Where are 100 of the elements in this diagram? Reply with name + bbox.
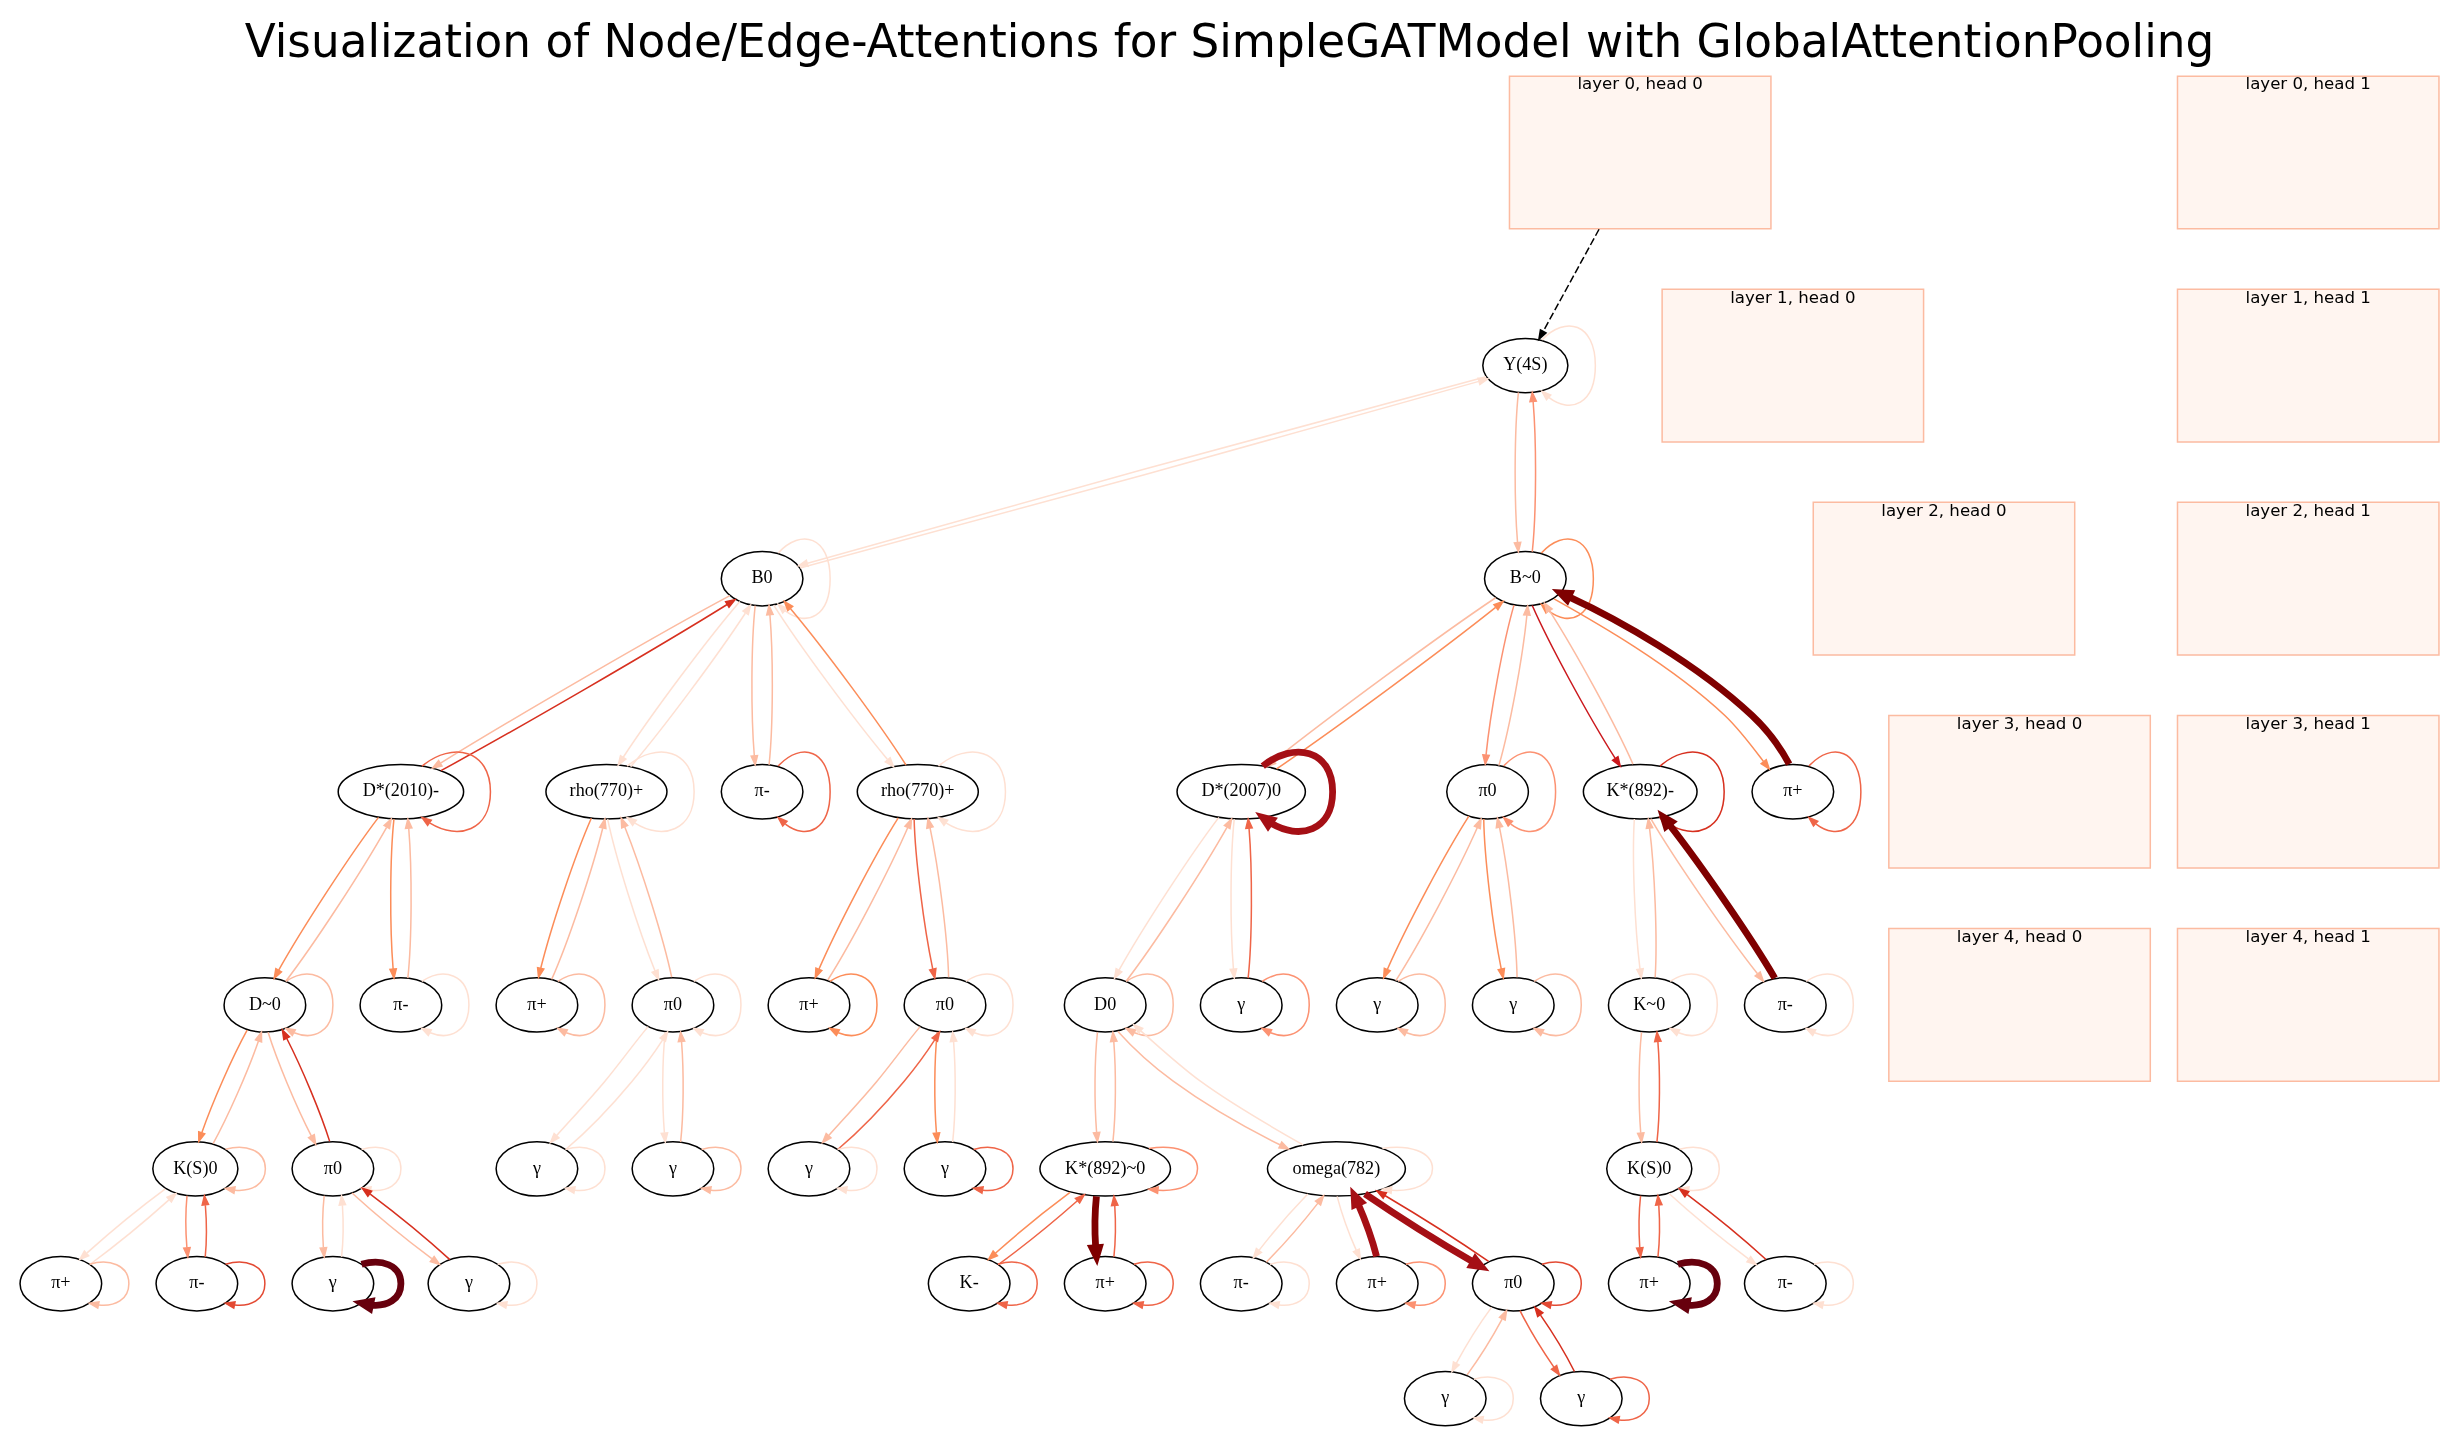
- arrow: [1481, 604, 1515, 767]
- arrow: [1531, 973, 1582, 1037]
- arrow: [318, 1195, 328, 1260]
- arrow: [1667, 1192, 1758, 1266]
- arrow: [197, 1029, 248, 1144]
- arrow: [388, 818, 397, 981]
- arrow: [629, 603, 752, 768]
- node-ellipse: π-: [358, 976, 442, 1033]
- arrow: [1124, 817, 1233, 982]
- arrow: [88, 1192, 178, 1265]
- node-box: layer 0, head 1: [2176, 75, 2440, 230]
- arrow: [86, 1261, 130, 1310]
- arrow: [1501, 751, 1556, 833]
- arrow: [1267, 1261, 1310, 1310]
- arrow: [1123, 973, 1174, 1037]
- arrow: [936, 751, 1006, 833]
- node-box: layer 2, head 1: [2176, 501, 2440, 656]
- arrow: [1110, 1194, 1119, 1258]
- arrow: [1450, 1306, 1492, 1374]
- node-box: layer 4, head 1: [2176, 927, 2440, 1082]
- arrow: [419, 751, 491, 833]
- arrow: [77, 1188, 166, 1261]
- arrow: [1635, 1031, 1645, 1145]
- arrow: [1395, 973, 1446, 1037]
- arrow: [1335, 1195, 1361, 1261]
- node-ellipse: π-: [720, 763, 804, 820]
- arrow: [564, 1030, 669, 1151]
- arrow: [813, 817, 899, 980]
- node-ellipse: D~0: [222, 976, 306, 1033]
- arrow: [963, 973, 1014, 1037]
- arrow: [1394, 816, 1482, 982]
- arrow: [1228, 818, 1238, 981]
- node-ellipse: rho(770)+: [856, 763, 979, 820]
- arrow: [1362, 1191, 1489, 1272]
- arrow: [995, 1261, 1038, 1310]
- node-ellipse: rho(770)+: [544, 763, 668, 820]
- arrow: [948, 1030, 958, 1143]
- arrow: [1533, 1305, 1575, 1373]
- arrow: [970, 1146, 1014, 1195]
- arrow: [1668, 1258, 1721, 1315]
- arrow: [555, 973, 606, 1037]
- arrow: [1349, 1186, 1380, 1258]
- arrow: [536, 817, 592, 980]
- arrow: [1465, 1308, 1508, 1376]
- arrow: [1146, 1146, 1198, 1195]
- arrow: [562, 1146, 606, 1195]
- arrow: [834, 1146, 878, 1195]
- arrow: [776, 751, 831, 833]
- arrow: [1497, 603, 1531, 767]
- arrow: [1112, 816, 1220, 981]
- arrow: [211, 1030, 262, 1145]
- arrow: [1607, 1376, 1650, 1425]
- arrow: [1494, 816, 1518, 978]
- node-ellipse: π+: [494, 976, 578, 1033]
- arrow: [494, 1261, 538, 1310]
- arrow: [619, 816, 672, 978]
- node-box: layer 4, head 0: [1887, 927, 2151, 1082]
- arrow: [826, 816, 912, 981]
- node-ellipse: π0: [630, 976, 714, 1033]
- node-box: layer 1, head 0: [1660, 288, 1924, 443]
- arrow: [1552, 598, 1771, 771]
- diagram-title: Visualization of Node/Edge-Attentions for SimpleGATModel with GlobalAttentionPooling: [244, 14, 2214, 68]
- node-ellipse: γ: [290, 1255, 374, 1312]
- node-ellipse: Y(4S): [1481, 337, 1569, 394]
- arrow: [659, 1031, 669, 1145]
- node-ellipse: π+: [1607, 1255, 1691, 1312]
- arrow: [1131, 1023, 1304, 1146]
- arrow: [222, 1146, 266, 1195]
- arrow: [1374, 1189, 1489, 1263]
- arrow: [1471, 1376, 1514, 1425]
- arrow: [931, 1031, 941, 1145]
- arrow: [1109, 1030, 1118, 1143]
- arrow: [986, 1191, 1071, 1261]
- arrow: [676, 1030, 686, 1143]
- arrow: [827, 973, 878, 1037]
- arrow: [997, 1193, 1086, 1266]
- arrow: [1528, 390, 1537, 553]
- node-ellipse: π+: [766, 976, 851, 1033]
- arrow: [836, 1030, 941, 1151]
- arrow: [1635, 1195, 1644, 1260]
- arrow: [1512, 391, 1522, 554]
- arrow: [691, 973, 742, 1037]
- node-ellipse: π+: [1750, 763, 1834, 820]
- arrow: [606, 818, 659, 982]
- node-ellipse: K*(892)-: [1582, 763, 1698, 820]
- arrow: [1632, 818, 1644, 981]
- node-ellipse: π0: [902, 976, 987, 1033]
- node-ellipse: D*(2010)-: [336, 763, 464, 820]
- arrow: [912, 818, 937, 981]
- node-ellipse: γ: [1335, 976, 1419, 1033]
- node-ellipse: K~0: [1607, 976, 1691, 1033]
- arrow: [1542, 601, 1634, 765]
- arrow: [1518, 1309, 1561, 1377]
- arrow: [1091, 1031, 1101, 1144]
- arrow: [749, 604, 758, 768]
- arrow: [1251, 1193, 1308, 1260]
- node-ellipse: π0: [1445, 763, 1529, 820]
- arrow: [350, 1192, 441, 1266]
- arrow: [1537, 228, 1600, 342]
- arrow: [1653, 1030, 1662, 1143]
